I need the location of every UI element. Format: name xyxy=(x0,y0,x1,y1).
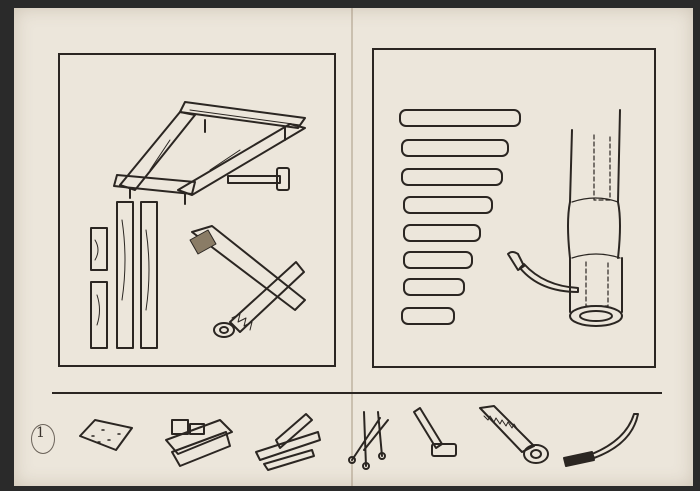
frame-icon xyxy=(113,101,306,205)
divider-line xyxy=(52,392,662,394)
wood-scraps-icon xyxy=(165,419,233,467)
hammer-icon xyxy=(413,407,457,457)
sticks-icon xyxy=(255,413,321,471)
stick-icon xyxy=(399,109,521,325)
nails-icon xyxy=(348,411,389,470)
plank-icon xyxy=(90,201,158,349)
handsaw-icon xyxy=(479,405,549,464)
page-number: 1 xyxy=(36,425,45,441)
page-fold xyxy=(351,8,353,486)
left-illustration-panel xyxy=(58,53,336,367)
knife-icon xyxy=(507,251,579,293)
page-number-circle xyxy=(31,424,55,454)
mallet-icon xyxy=(227,167,290,191)
curved-knife-icon xyxy=(563,413,639,467)
right-illustration-panel xyxy=(372,48,656,368)
paper-sheet xyxy=(14,8,693,486)
sandpaper-icon xyxy=(79,419,133,451)
bamboo-icon xyxy=(567,109,623,327)
saw-icon xyxy=(189,225,306,338)
